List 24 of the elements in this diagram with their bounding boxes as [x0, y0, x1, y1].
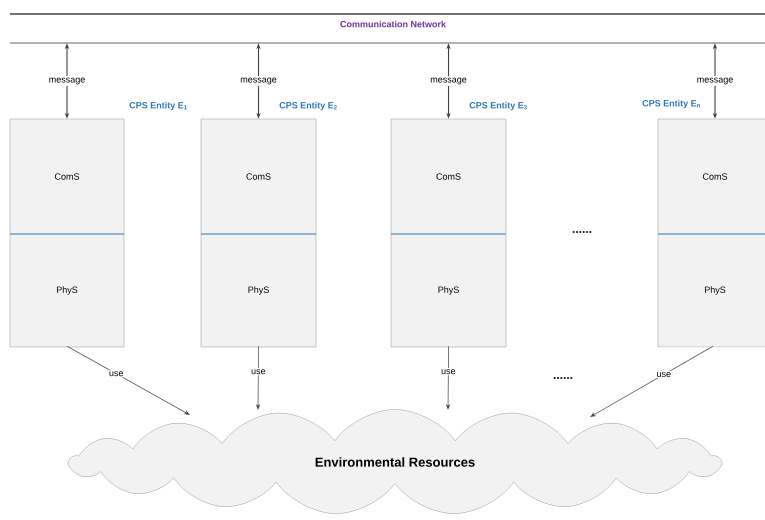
edge-label: message — [47, 76, 87, 86]
cloud: Environmental Resources — [68, 409, 722, 514]
edge-label: use — [250, 368, 267, 376]
entity-label: CPS Entity E$_{n}$ — [642, 100, 700, 108]
subsystem-label: PhyS — [438, 286, 459, 295]
edge-label: message — [695, 76, 735, 86]
edge-label: use — [108, 370, 124, 378]
edge-label: message — [428, 76, 468, 86]
ellipsis: ...... — [554, 377, 572, 379]
subsystem-label: ComS — [246, 173, 271, 180]
edge-label: use — [656, 371, 672, 378]
subsystem-label: ComS — [436, 173, 461, 180]
ellipsis: ...... — [572, 231, 592, 233]
entity-label: CPS Entity E$_{2}$ — [280, 102, 337, 110]
subsystem-label: PhyS — [56, 286, 78, 295]
subsystem-label: PhyS — [248, 286, 269, 295]
subsystem-label: PhyS — [705, 286, 726, 295]
network-title: Communication Network — [340, 20, 446, 28]
entity-label: CPS Entity E$_{3}$ — [470, 102, 527, 110]
subsystem-label: ComS — [702, 173, 728, 180]
edge-label: use — [440, 368, 457, 376]
subsystem-label: ComS — [54, 173, 80, 180]
edge-label: message — [238, 76, 278, 86]
entity-label: CPS Entity E$_{1}$ — [130, 102, 187, 110]
